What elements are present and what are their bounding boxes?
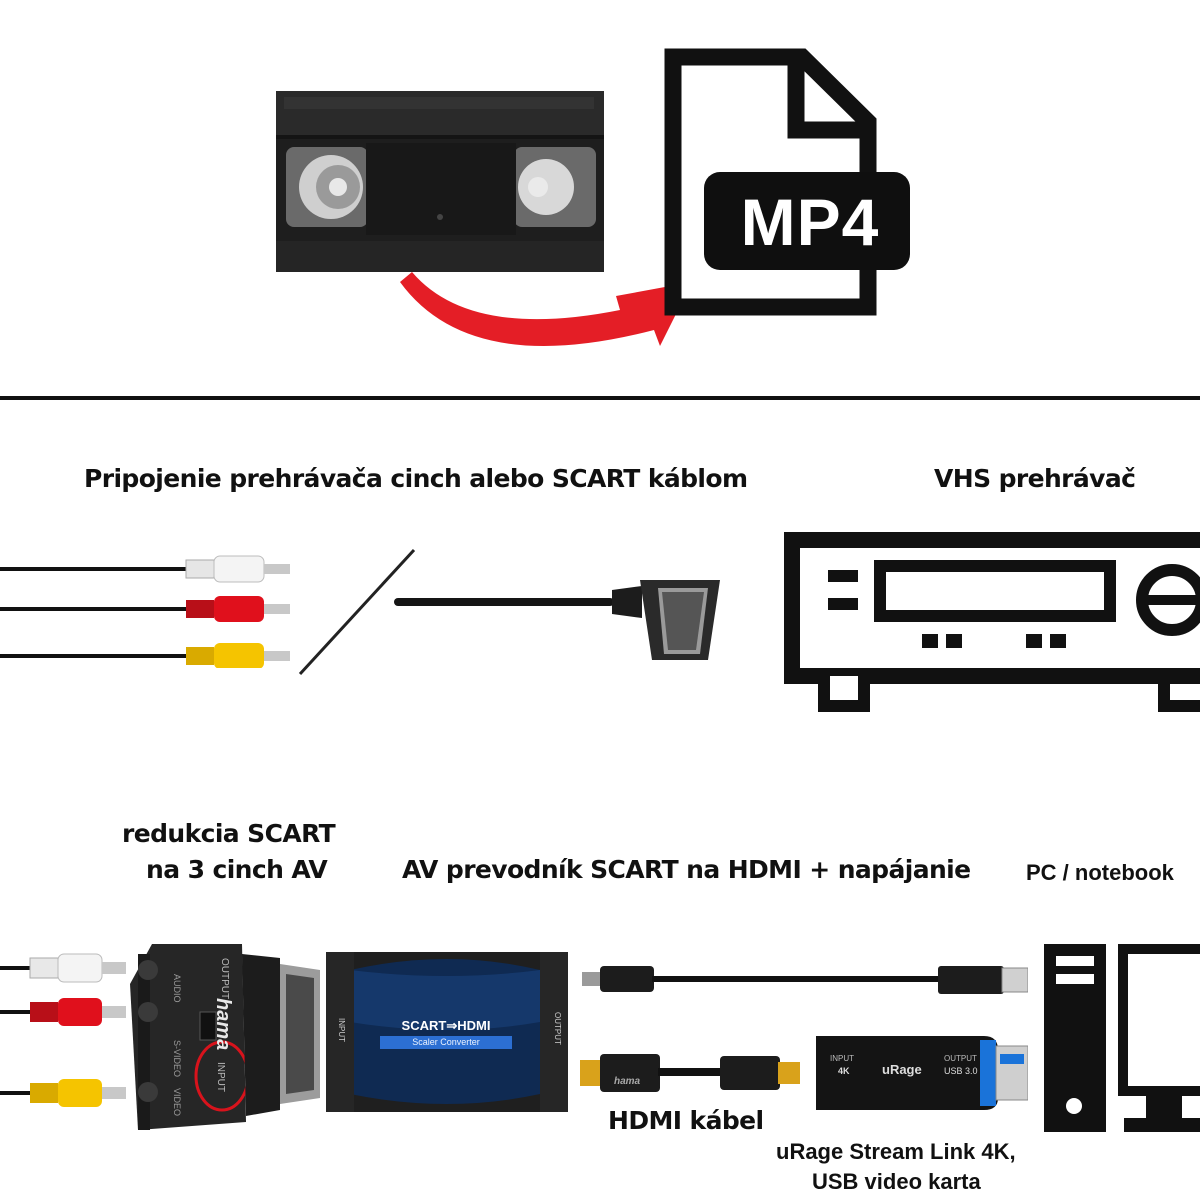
- card-output-text: OUTPUT: [944, 1054, 977, 1063]
- scart-reduction-label-line2: na 3 cinch AV: [146, 855, 328, 884]
- rca-cable-image: [0, 548, 300, 668]
- pc-computer-icon: [1040, 940, 1200, 1136]
- pc-notebook-label: PC / notebook: [1026, 860, 1174, 885]
- adapter-input-text: INPUT: [215, 1062, 226, 1092]
- vhs-tape-icon: [276, 91, 604, 272]
- mp4-label: MP4: [740, 185, 880, 259]
- card-4k-text: 4K: [838, 1066, 850, 1076]
- vhs-tape-image: [276, 91, 604, 272]
- converter-badge: SCART⇒HDMI: [401, 1018, 491, 1033]
- mp4-file-icon: MP4: [664, 48, 912, 316]
- adapter-svideo-text: S-VIDEO: [172, 1040, 182, 1078]
- adapter-audio-text: AUDIO: [172, 974, 182, 1003]
- card-brand-text: uRage: [882, 1062, 922, 1077]
- capture-card-label-line1: uRage Stream Link 4K,: [776, 1139, 1016, 1164]
- adapter-brand-text: hama: [212, 998, 234, 1051]
- scart-cable-image: [390, 574, 720, 674]
- capture-card-image: uRage INPUT 4K OUTPUT USB 3.0: [812, 1032, 1028, 1112]
- card-usb-text: USB 3.0: [944, 1066, 978, 1076]
- rca-to-adapter-cables: [0, 950, 140, 1130]
- vhs-player-label: VHS prehrávač: [934, 464, 1136, 493]
- converter-sub-text: Scaler Converter: [380, 1036, 512, 1049]
- card-input-text: INPUT: [830, 1054, 854, 1063]
- converter-input-text: INPUT: [337, 1018, 346, 1042]
- power-cable-image: [582, 956, 1028, 1006]
- cable-connection-label: Pripojenie prehrávača cinch alebo SCART …: [84, 464, 748, 493]
- section-divider: [0, 396, 1200, 400]
- hdmi-cable-image: hama: [580, 1050, 812, 1096]
- scart-adapter-image: hama OUTPUT INPUT AUDIO S-VIDEO VIDEO: [130, 944, 326, 1130]
- hdmi-brand-text: hama: [614, 1076, 641, 1087]
- av-converter-label: AV prevodník SCART na HDMI + napájanie: [402, 855, 971, 884]
- adapter-video-text: VIDEO: [172, 1088, 182, 1117]
- separator-slash: [296, 548, 418, 678]
- adapter-output-text: OUTPUT: [219, 958, 230, 1000]
- converter-output-text: OUTPUT: [553, 1012, 562, 1045]
- scart-hdmi-converter-image: SCART⇒HDMI Scaler Converter INPUT OUTPUT: [326, 952, 568, 1112]
- vhs-player-icon: [780, 528, 1200, 714]
- hdmi-cable-label: HDMI kábel: [608, 1106, 764, 1135]
- scart-reduction-label-line1: redukcia SCART: [122, 819, 336, 848]
- capture-card-label-line2: USB video karta: [812, 1169, 981, 1194]
